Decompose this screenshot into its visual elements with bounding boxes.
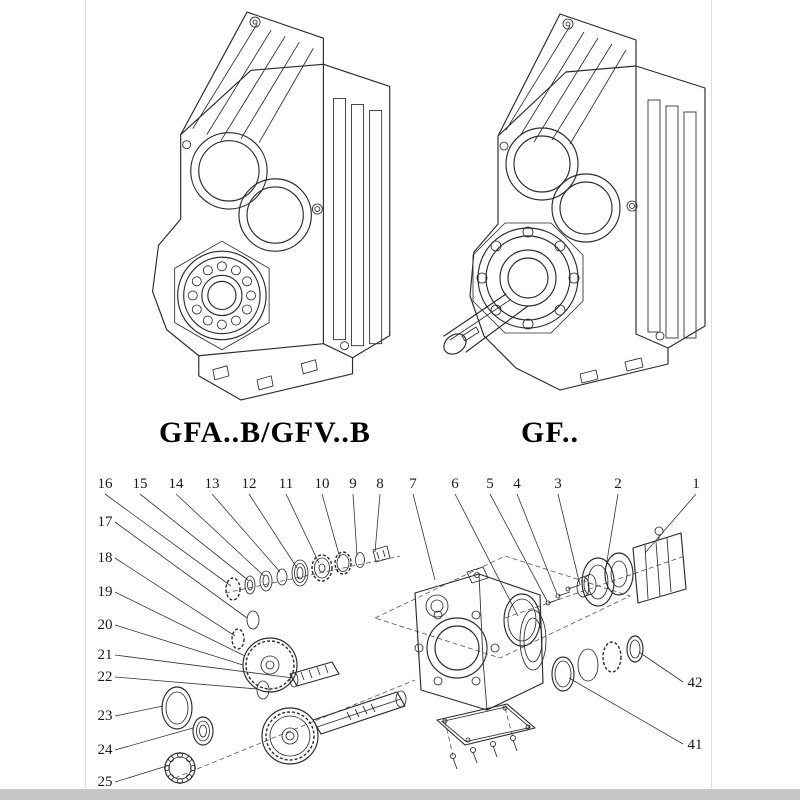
callout-15: 15 bbox=[133, 476, 148, 492]
page-edge-right bbox=[711, 0, 712, 800]
gearbox-housing bbox=[414, 566, 547, 711]
page-edge-left bbox=[85, 0, 86, 800]
bolt-holes bbox=[499, 18, 665, 341]
callout-7: 7 bbox=[409, 476, 417, 492]
callout-25: 25 bbox=[98, 774, 113, 790]
leader-lines bbox=[104, 493, 697, 783]
callout-2: 2 bbox=[614, 476, 622, 492]
callout-41: 41 bbox=[688, 737, 703, 753]
callout-3: 3 bbox=[554, 476, 562, 492]
input-shaft-small-parts bbox=[225, 545, 391, 601]
mounting-feet bbox=[212, 359, 318, 391]
mounting-feet bbox=[579, 357, 644, 384]
input-gasket-and-screws bbox=[503, 574, 597, 647]
callout-16: 16 bbox=[98, 476, 114, 492]
motor-assembly bbox=[581, 526, 687, 607]
model-label-gf: GF.. bbox=[521, 416, 579, 449]
callout-21: 21 bbox=[98, 647, 113, 663]
output-side-rings bbox=[551, 635, 644, 692]
side-panel-ribs bbox=[333, 98, 383, 347]
callout-17: 17 bbox=[98, 514, 114, 530]
cooling-ribs bbox=[192, 23, 314, 143]
callout-9: 9 bbox=[349, 476, 357, 492]
callout-20: 20 bbox=[98, 617, 113, 633]
callout-5: 5 bbox=[486, 476, 494, 492]
callout-1: 1 bbox=[692, 476, 700, 492]
gear-bores bbox=[190, 132, 312, 252]
callout-4: 4 bbox=[513, 476, 521, 492]
callout-18: 18 bbox=[98, 550, 113, 566]
callout-12: 12 bbox=[242, 476, 257, 492]
housing-outline bbox=[151, 11, 391, 401]
bottom-gasket-and-bolts bbox=[436, 703, 536, 770]
callout-14: 14 bbox=[169, 476, 185, 492]
output-flange bbox=[472, 222, 584, 334]
cooling-ribs bbox=[505, 25, 627, 145]
gearbox-drawing-gfab-gfvb bbox=[151, 11, 391, 401]
output-shaft-parts bbox=[161, 686, 407, 784]
callout-19: 19 bbox=[98, 584, 113, 600]
gearbox-drawing-gf bbox=[443, 13, 706, 391]
callout-numbers: 16 15 14 13 12 11 10 9 8 7 6 5 4 3 2 1 1… bbox=[98, 476, 703, 790]
side-panel-ribs bbox=[647, 99, 697, 339]
housing-outline bbox=[469, 13, 706, 391]
bolt-holes bbox=[182, 16, 349, 351]
exploded-parts-diagram: 16 15 14 13 12 11 10 9 8 7 6 5 4 3 2 1 1… bbox=[98, 476, 703, 790]
callout-8: 8 bbox=[376, 476, 384, 492]
page-bottom-edge bbox=[0, 789, 800, 800]
callout-10: 10 bbox=[315, 476, 330, 492]
model-label-gfab-gfvb: GFA..B/GFV..B bbox=[159, 416, 371, 449]
callout-24: 24 bbox=[98, 742, 114, 758]
hollow-shaft-bearing bbox=[174, 240, 270, 351]
callout-23: 23 bbox=[98, 708, 113, 724]
callout-13: 13 bbox=[205, 476, 220, 492]
callout-11: 11 bbox=[279, 476, 293, 492]
callout-42: 42 bbox=[688, 675, 703, 691]
callout-6: 6 bbox=[451, 476, 459, 492]
callout-22: 22 bbox=[98, 669, 113, 685]
construction-lines bbox=[174, 555, 686, 779]
intermediate-gear-parts bbox=[231, 610, 340, 700]
gear-bores bbox=[505, 127, 621, 243]
output-shaft bbox=[443, 293, 529, 355]
